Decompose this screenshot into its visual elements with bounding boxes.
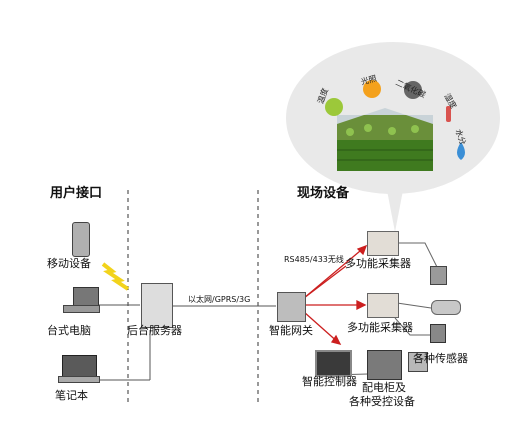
valve-icon (408, 352, 428, 372)
laptop-icon (62, 355, 97, 378)
sensor-bubble (286, 42, 500, 232)
temperature-icon (325, 98, 343, 116)
gateway-icon (277, 292, 306, 322)
desktop-computer-icon (73, 287, 99, 307)
label-cabinet-1: 配电柜及 (362, 381, 406, 394)
controller-icon (315, 350, 352, 377)
sensor-cable-icon (431, 300, 461, 315)
cabinet-icon (367, 350, 402, 380)
label-mobile: 移动设备 (47, 257, 91, 270)
co2-icon (404, 81, 422, 99)
section-user-interface: 用户接口 (50, 186, 103, 201)
thermometer-icon (446, 106, 451, 122)
section-field-equipment: 现场设备 (297, 186, 350, 201)
label-laptop: 笔记本 (55, 389, 88, 402)
desktop-computer-base (63, 305, 100, 313)
sun-icon (363, 80, 381, 98)
label-collector-mid: 多功能采集器 (347, 321, 413, 334)
label-collector-top: 多功能采集器 (345, 257, 411, 270)
label-desktop: 台式电脑 (47, 324, 91, 337)
label-sensors: 各种传感器 (413, 352, 468, 365)
server-icon (141, 283, 173, 328)
label-server: 后台服务器 (127, 324, 182, 337)
collector-mid-icon (367, 293, 399, 318)
sensor-box-icon (430, 324, 446, 343)
label-gateway: 智能网关 (269, 324, 313, 337)
mobile-phone-icon (72, 222, 90, 257)
label-wireless-link: RS485/433无线 (284, 255, 344, 264)
laptop-keyboard (58, 376, 100, 383)
wireless-links (303, 244, 368, 345)
sensor-probe-icon (430, 266, 447, 285)
label-cabinet-2: 各种受控设备 (349, 395, 415, 408)
water-drop-icon (457, 142, 465, 160)
label-controller: 智能控制器 (302, 375, 357, 388)
signal-zigzag-icon (101, 262, 130, 291)
collector-top-icon (367, 231, 399, 256)
label-network-link: 以太网/GPRS/3G (188, 295, 251, 304)
